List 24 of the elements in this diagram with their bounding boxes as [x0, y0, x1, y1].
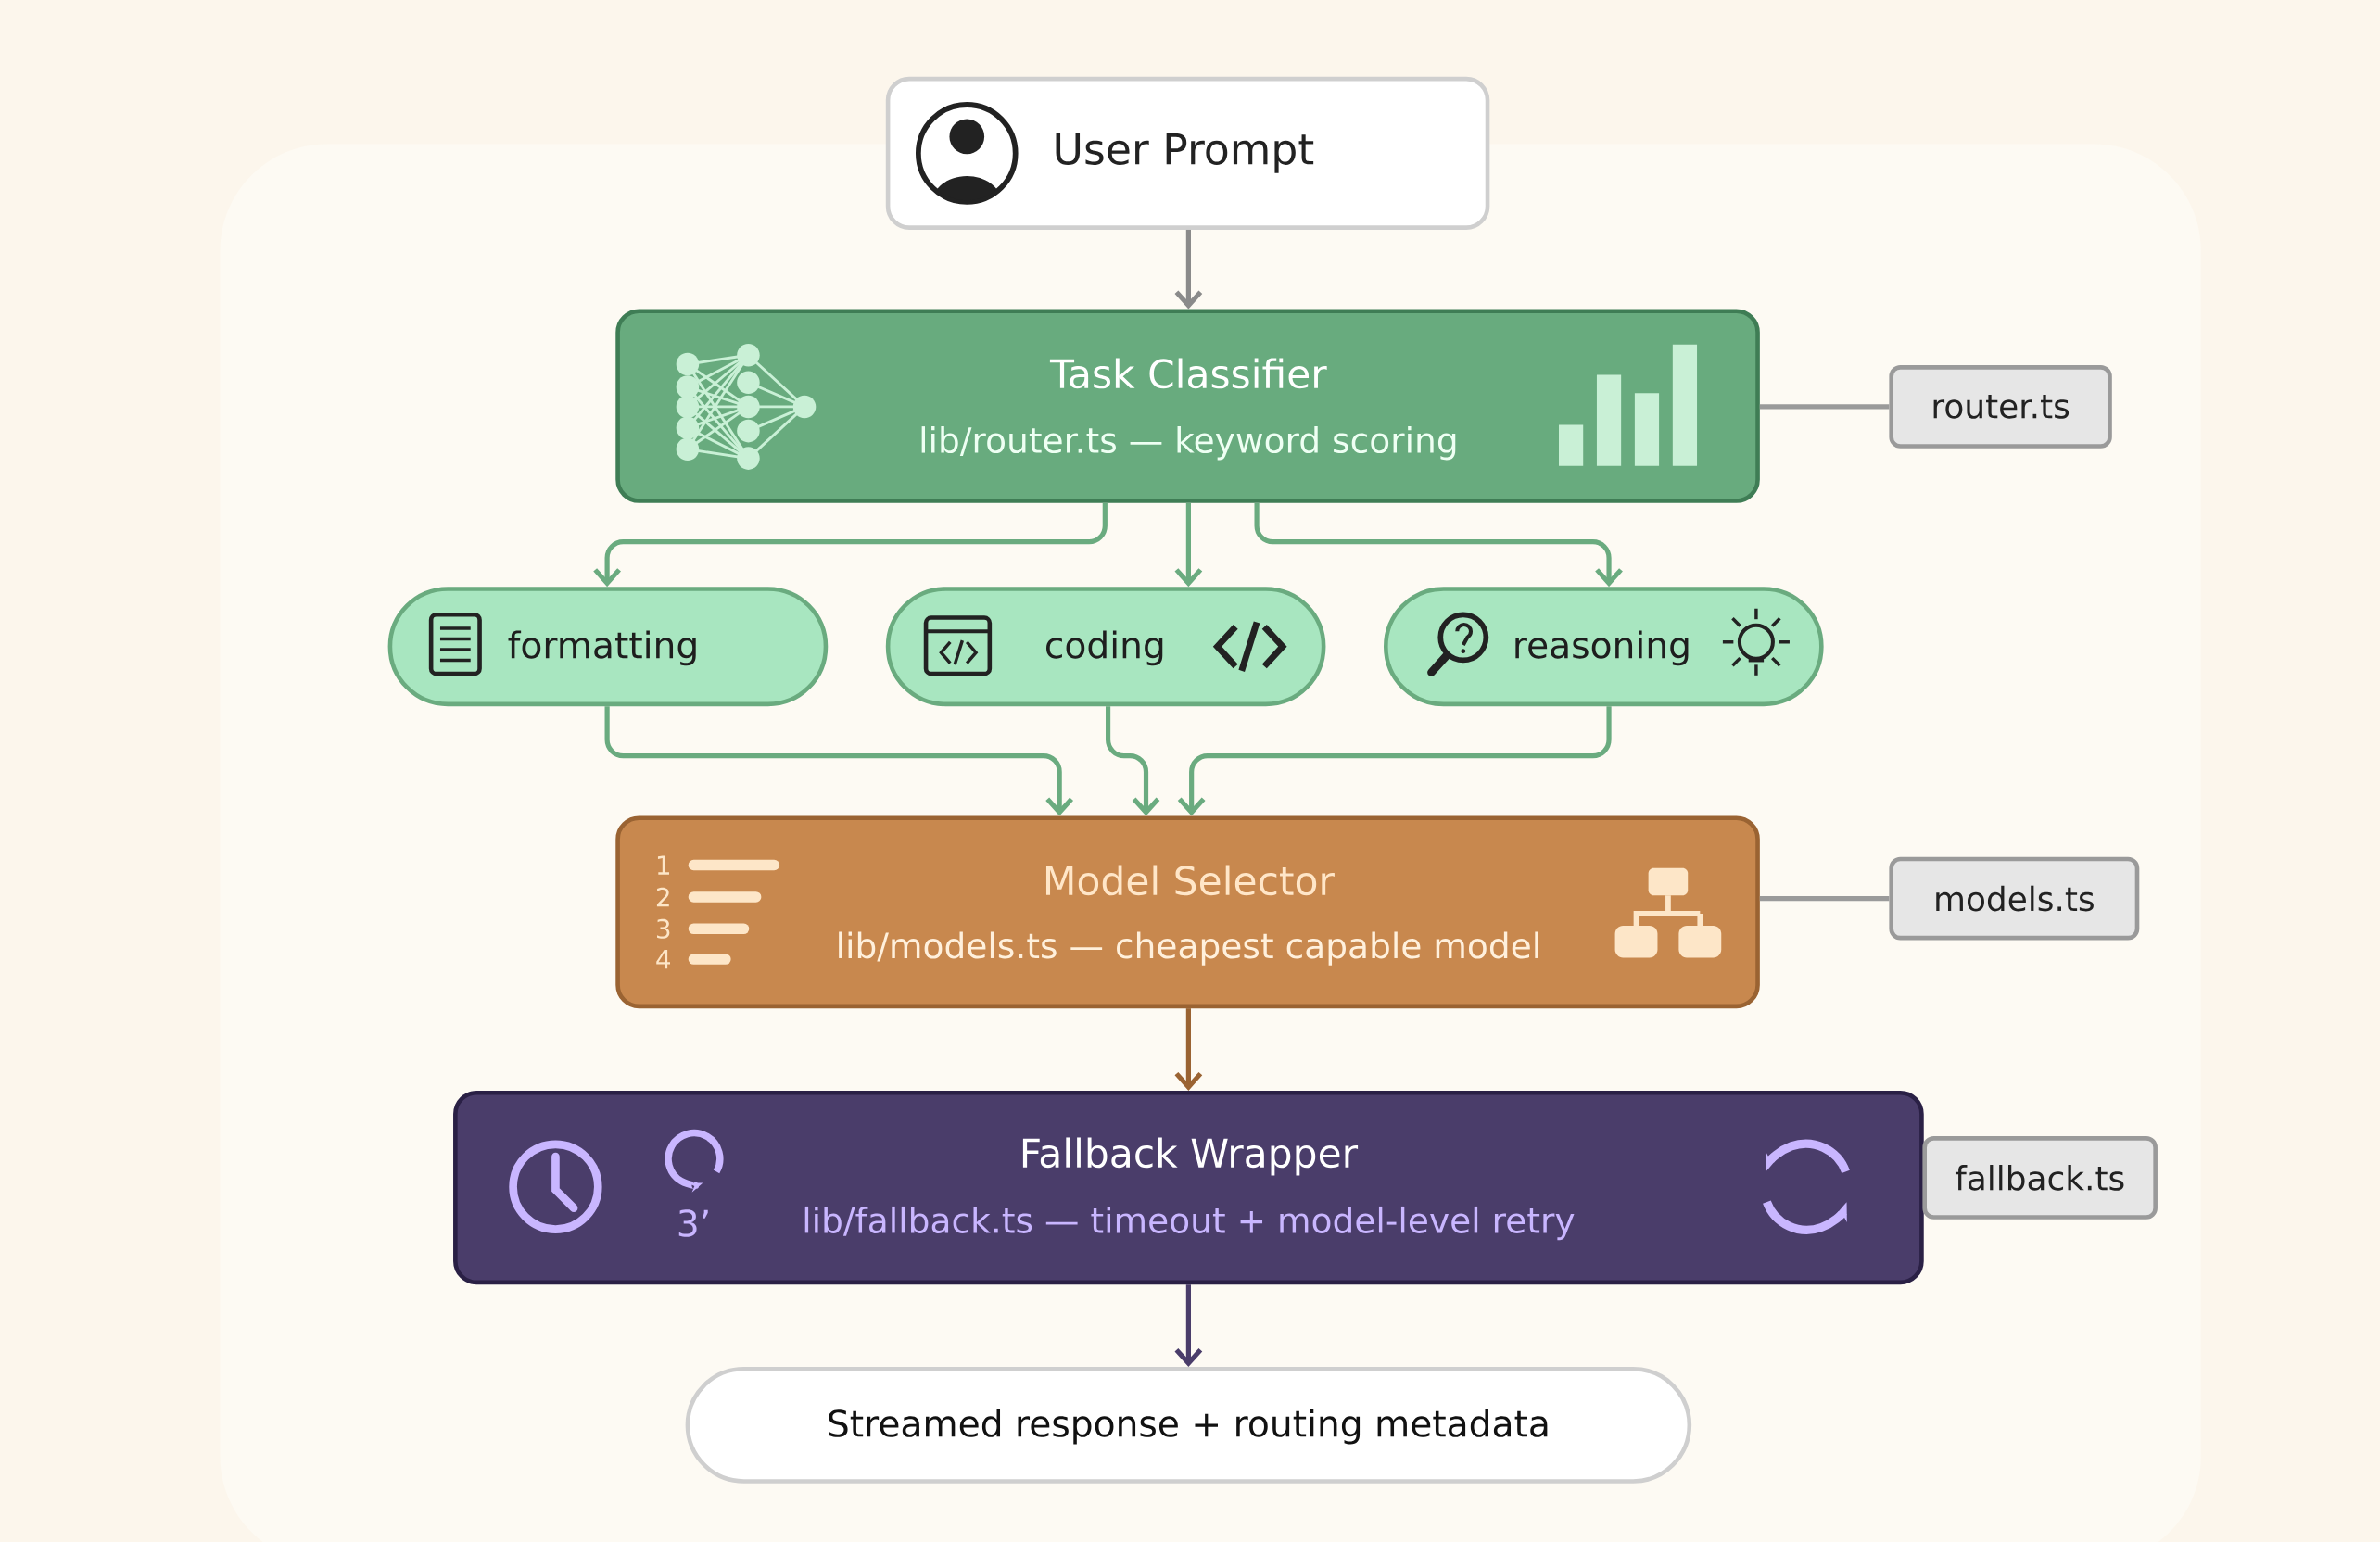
connector-line — [1759, 404, 1890, 410]
category-pill: formatting — [387, 587, 829, 707]
arrow — [1254, 502, 1623, 588]
arrow — [1174, 502, 1203, 588]
category-pill: coding — [885, 587, 1326, 707]
retry-count: 3’ — [678, 1209, 708, 1237]
list-number: 3 — [657, 918, 670, 939]
prompt-box: User Prompt — [885, 76, 1490, 230]
file-tag: models.ts — [1889, 856, 2140, 941]
connector-line — [1759, 896, 1890, 902]
arrow — [1177, 706, 1612, 816]
file-tag: router.ts — [1889, 365, 2112, 449]
result-pill: Streamed response + routing metadata — [685, 1367, 1692, 1484]
arrow — [1106, 706, 1160, 816]
list-number: 2 — [656, 887, 669, 907]
arrow — [1174, 1008, 1203, 1091]
classifier-box: Task Classifier lib/router.ts — keyword scoring — [615, 309, 1760, 503]
arrow — [1174, 1284, 1203, 1367]
arrow — [604, 706, 1074, 816]
list-number: 4 — [656, 950, 670, 969]
list-number: 1 — [657, 855, 669, 875]
file-tag: fallback.ts — [1922, 1136, 2158, 1220]
arrow — [1174, 230, 1203, 310]
category-pill: reasoning — [1384, 587, 1824, 707]
